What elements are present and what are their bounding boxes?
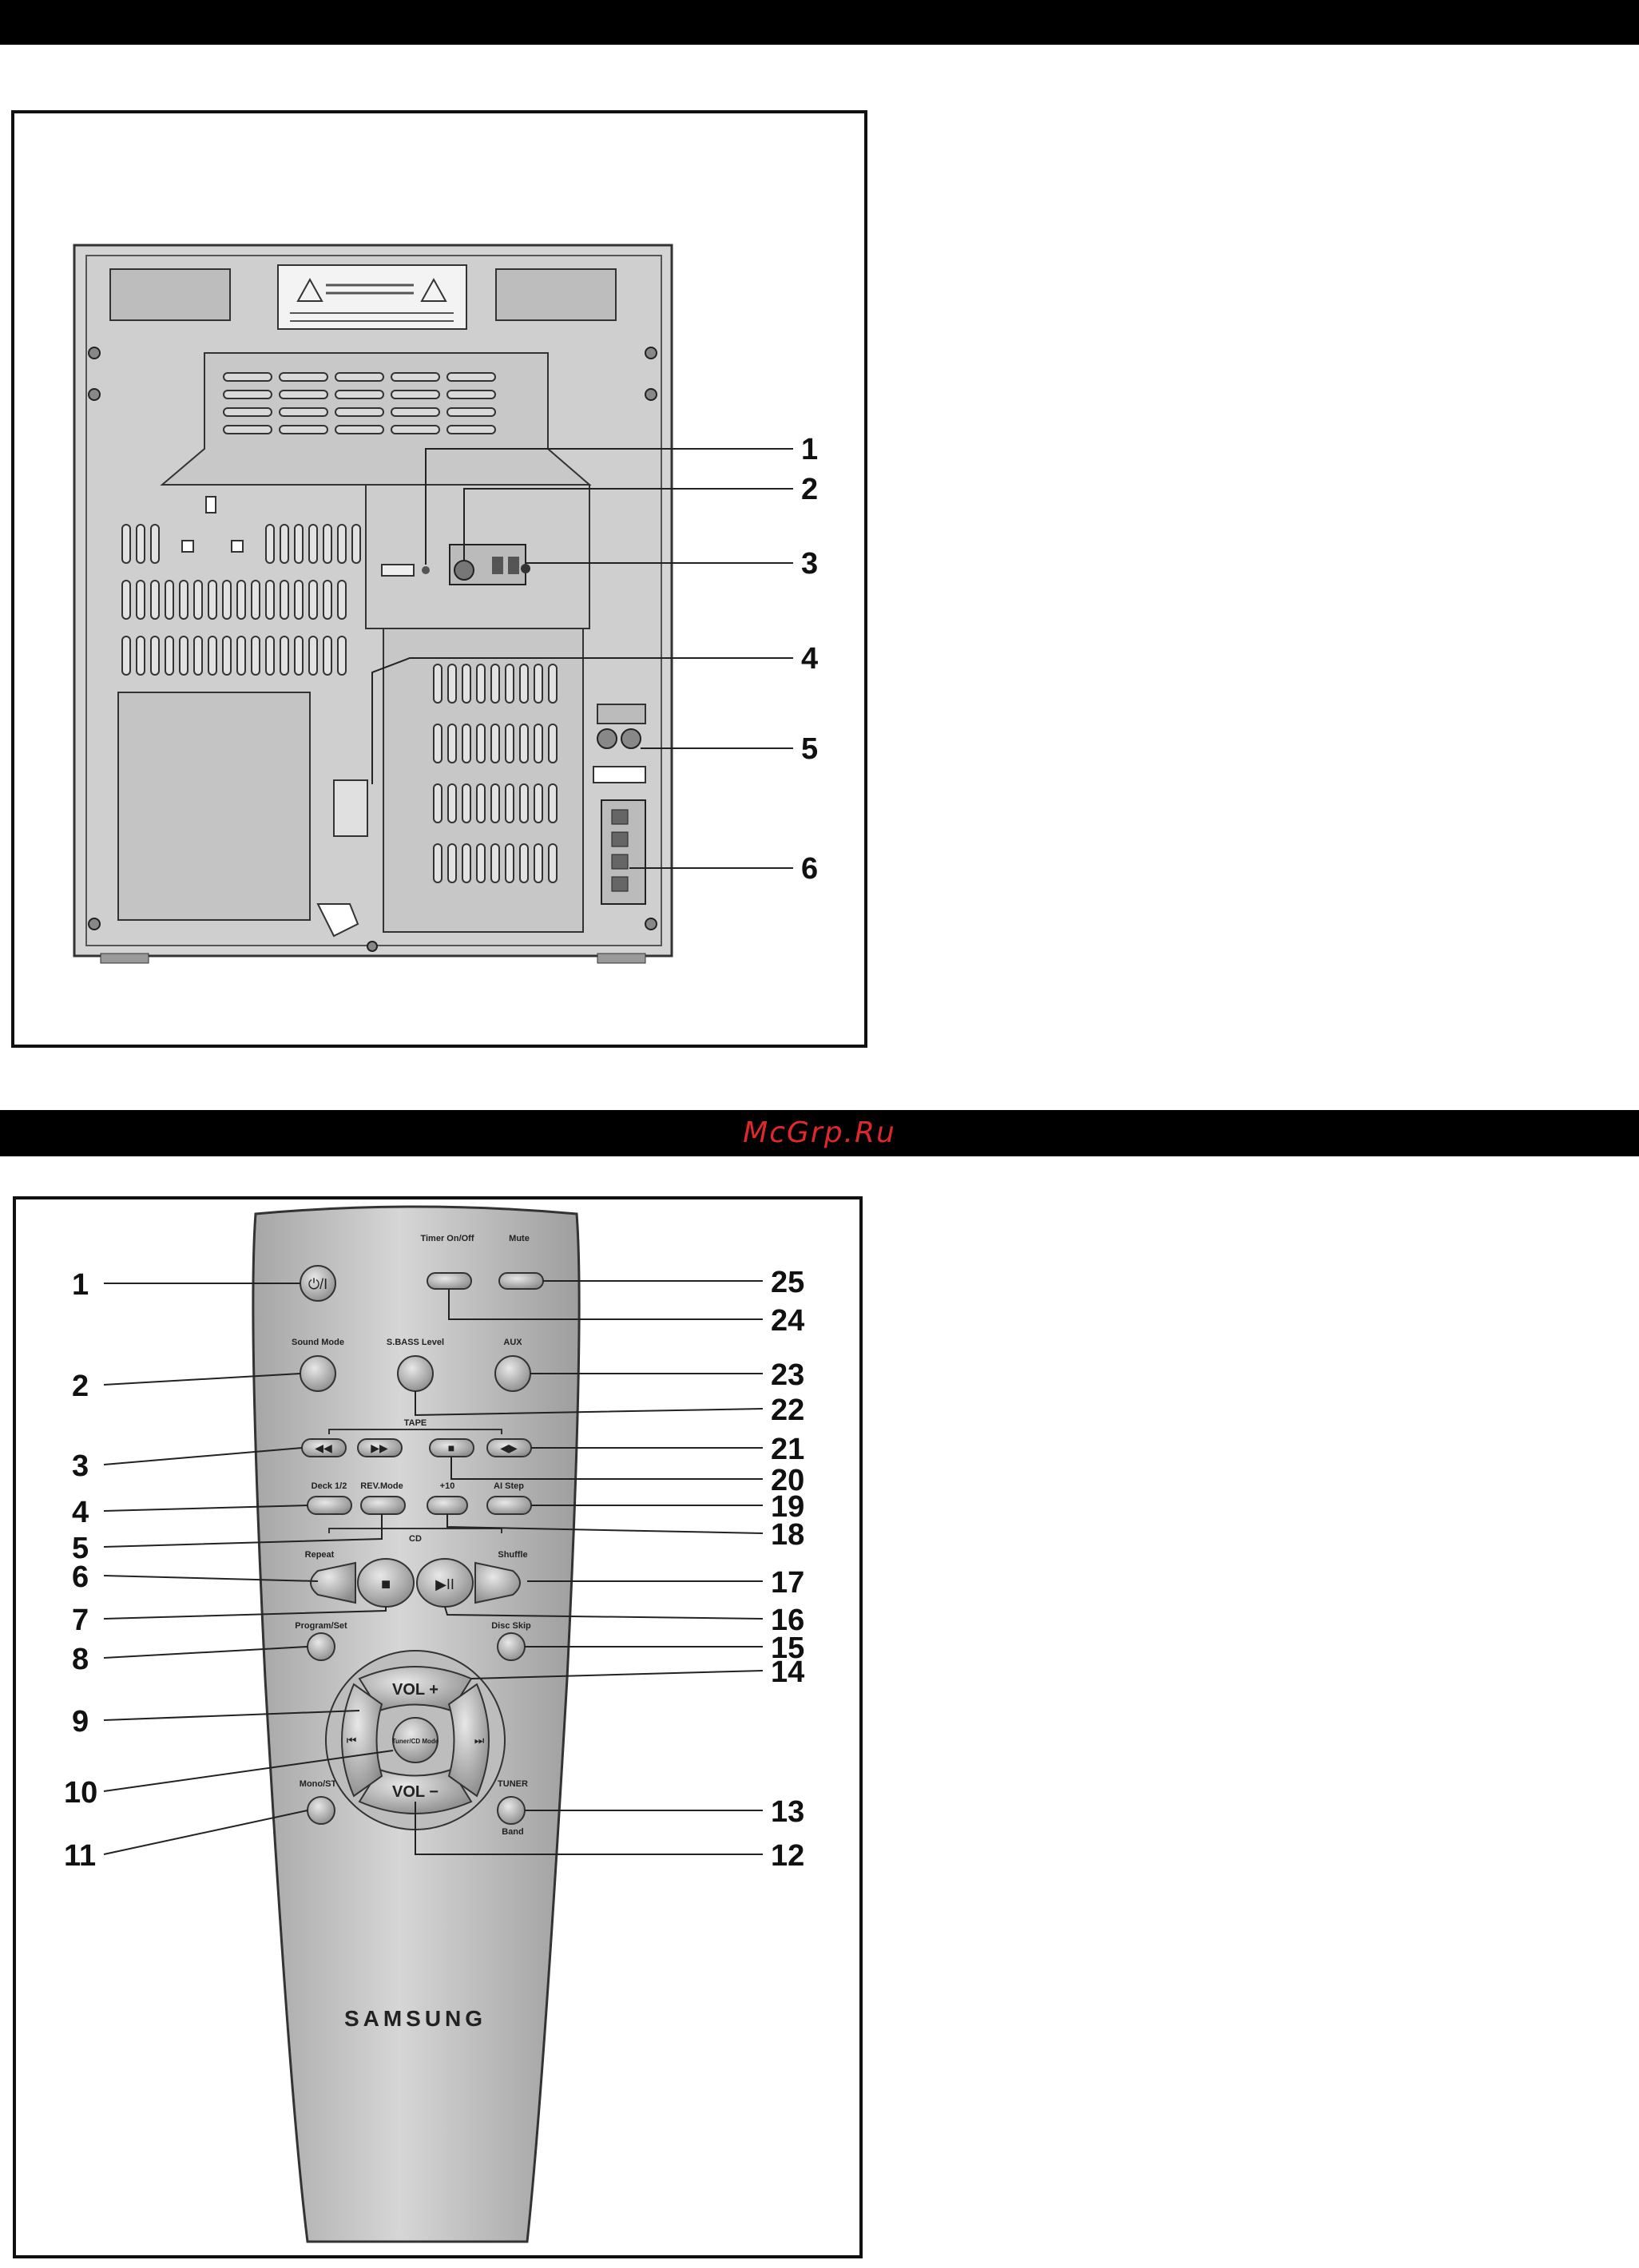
- cd-stop-icon: ■: [381, 1576, 391, 1593]
- label-ai-step: AI Step: [494, 1481, 524, 1491]
- label-timer: Timer On/Off: [420, 1234, 474, 1243]
- brand-logo: SAMSUNG: [344, 2006, 486, 2031]
- remote-callout-25: 25: [771, 1266, 804, 1299]
- vol-down-label: VOL −: [392, 1783, 439, 1801]
- fast-forward-icon: ▶▶: [371, 1441, 388, 1454]
- label-deck: Deck 1/2: [312, 1481, 347, 1491]
- label-mute: Mute: [509, 1234, 530, 1243]
- remote-callout-6: 6: [72, 1560, 89, 1594]
- deck-button[interactable]: [308, 1497, 351, 1514]
- power-button[interactable]: ⏻/I: [300, 1266, 335, 1301]
- sbass-button[interactable]: [398, 1356, 433, 1391]
- remote-callout-13: 13: [771, 1795, 804, 1829]
- tuner-cd-mode-label: Tuner/CD Mode: [392, 1738, 439, 1745]
- remote-control-figure: Timer On/Off Mute Sound Mode S.BASS Leve…: [13, 1196, 863, 2258]
- remote-callout-11: 11: [64, 1839, 96, 1873]
- label-shuffle: Shuffle: [498, 1550, 527, 1560]
- play-pause-icon: ▶II: [435, 1576, 454, 1592]
- rewind-icon: ◀◀: [315, 1441, 332, 1454]
- remote-callout-4: 4: [72, 1496, 89, 1529]
- remote-drawing: Timer On/Off Mute Sound Mode S.BASS Leve…: [16, 1199, 859, 2255]
- program-set-button[interactable]: [308, 1633, 335, 1660]
- sound-mode-button[interactable]: [300, 1356, 335, 1391]
- vol-up-label: VOL +: [392, 1681, 439, 1699]
- rear-callout-4: 4: [801, 642, 818, 676]
- ai-step-button[interactable]: [487, 1497, 531, 1514]
- label-repeat: Repeat: [305, 1550, 335, 1560]
- remote-callout-12: 12: [771, 1839, 804, 1873]
- remote-callout-21: 21: [771, 1433, 804, 1466]
- remote-callout-17: 17: [771, 1566, 804, 1600]
- label-aux: AUX: [503, 1338, 522, 1347]
- rear-callout-3: 3: [801, 547, 818, 581]
- tuner-band-button[interactable]: [498, 1797, 525, 1824]
- label-program: Program/Set: [295, 1621, 347, 1631]
- remote-callout-10: 10: [64, 1776, 97, 1810]
- label-tuner: TUNER: [498, 1779, 528, 1789]
- rear-callout-6: 6: [801, 852, 818, 886]
- label-sbass: S.BASS Level: [387, 1338, 444, 1347]
- power-icon: ⏻/I: [308, 1276, 327, 1292]
- label-mono-st: Mono/ST: [300, 1779, 337, 1789]
- play-reverse-icon: ◀▶: [500, 1441, 518, 1454]
- rev-mode-button[interactable]: [361, 1497, 405, 1514]
- remote-callout-23: 23: [771, 1358, 804, 1392]
- watermark: McGrp.Ru: [0, 1110, 1639, 1156]
- remote-callout-24: 24: [771, 1304, 804, 1338]
- remote-callout-18: 18: [771, 1518, 804, 1552]
- warning-label: [278, 265, 466, 329]
- remote-callout-22: 22: [771, 1394, 804, 1427]
- skip-forward-icon: ⏭: [474, 1734, 485, 1747]
- remote-callout-1: 1: [72, 1268, 89, 1302]
- plus10-button[interactable]: [427, 1497, 467, 1514]
- label-rev: REV.Mode: [360, 1481, 403, 1491]
- skip-back-icon: ⏮: [347, 1734, 357, 1747]
- timer-button[interactable]: [427, 1273, 471, 1289]
- aux-button[interactable]: [495, 1356, 530, 1391]
- remote-callout-7: 7: [72, 1604, 89, 1637]
- label-tape: TAPE: [404, 1418, 427, 1428]
- remote-callout-14: 14: [771, 1655, 804, 1689]
- label-plus10: +10: [440, 1481, 455, 1491]
- label-disc-skip: Disc Skip: [491, 1621, 531, 1631]
- rear-panel-figure: 1 2 3 4 5 6: [11, 110, 867, 1048]
- mute-button[interactable]: [499, 1273, 543, 1289]
- stop-icon: ■: [448, 1441, 454, 1454]
- remote-callout-8: 8: [72, 1643, 89, 1676]
- mono-st-button[interactable]: [308, 1797, 335, 1824]
- rear-callout-5: 5: [801, 732, 818, 766]
- rear-callout-2: 2: [801, 473, 818, 506]
- remote-callout-3: 3: [72, 1449, 89, 1483]
- remote-callout-9: 9: [72, 1705, 89, 1739]
- label-sound-mode: Sound Mode: [292, 1338, 344, 1347]
- top-black-bar: [0, 0, 1639, 45]
- label-band: Band: [502, 1827, 524, 1837]
- disc-skip-button[interactable]: [498, 1633, 525, 1660]
- rear-callout-1: 1: [801, 433, 818, 466]
- rear-panel-drawing: 1 2 3 4 5 6: [14, 113, 864, 1045]
- remote-callout-2: 2: [72, 1370, 89, 1403]
- label-cd: CD: [409, 1534, 422, 1544]
